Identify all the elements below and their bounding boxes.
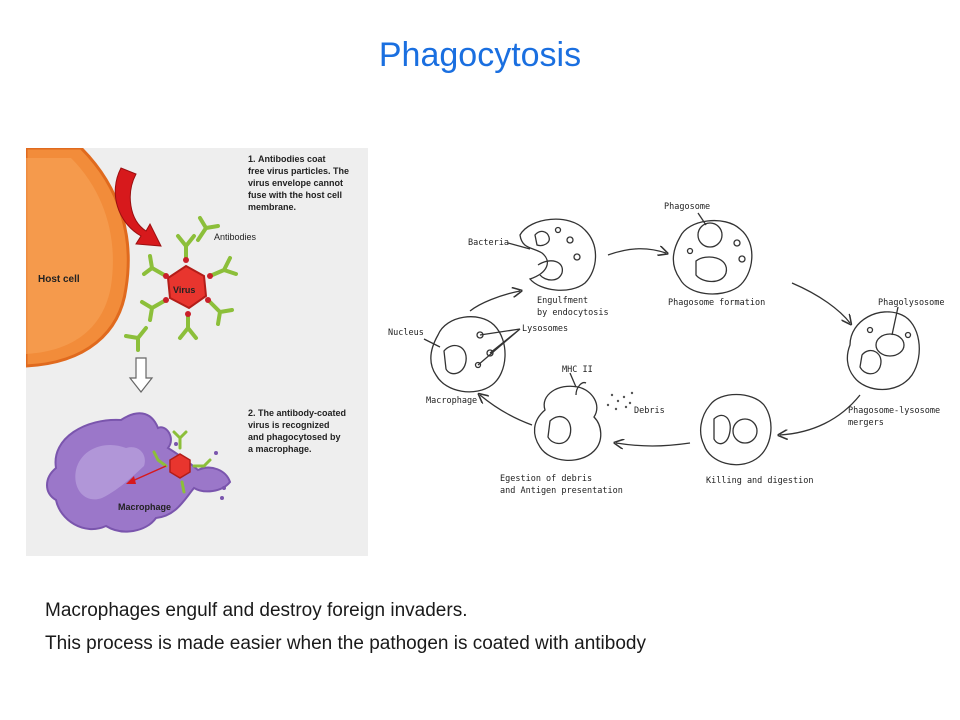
label-macrophage: Macrophage <box>426 396 477 406</box>
egestion-cell <box>533 385 602 462</box>
step2-line-0: The antibody-coated <box>258 408 346 418</box>
step1-line-3: fuse with the host cell <box>248 190 342 200</box>
step1-line-0: Antibodies coat <box>258 154 326 164</box>
macrophage-label: Macrophage <box>118 502 171 512</box>
step2-line-2: and phagocytosed by <box>248 432 341 442</box>
engulfment-cell <box>519 218 597 291</box>
virus-label: Virus <box>173 285 195 295</box>
step2-line-3: a macrophage. <box>248 444 312 454</box>
label-mhc: MHC II <box>562 365 593 375</box>
label-phagosome: Phagosome <box>664 202 710 212</box>
label-killing: Killing and digestion <box>706 476 813 486</box>
antibody-figure: Host cell Virus Antibodies <box>24 146 368 556</box>
phagolysosome-cell <box>846 311 920 390</box>
caption-line-2: This process is made easier when the pat… <box>45 633 646 654</box>
antibodies-label: Antibodies <box>214 232 257 242</box>
host-cell-label: Host cell <box>38 274 80 285</box>
label-phagosome-formation: Phagosome formation <box>668 298 765 308</box>
arrow-egestion-to-macrophage <box>480 395 533 426</box>
step2-line-1: virus is recognized <box>248 420 330 430</box>
step1-line-1: free virus particles. The <box>248 166 349 176</box>
step1-line-4: membrane. <box>248 202 296 212</box>
page-title: Phagocytosis <box>378 36 582 74</box>
caption-line-1: Macrophages engulf and destroy foreign i… <box>45 600 468 621</box>
label-debris: Debris <box>634 406 665 416</box>
arrow-phagolysosome-to-killing <box>780 394 861 435</box>
phagosome-formation-cell <box>672 219 753 295</box>
label-antigen-presentation: and Antigen presentation <box>500 486 623 496</box>
step2-number: 2. <box>248 408 256 418</box>
step1-number: 1. <box>248 154 256 164</box>
label-mergers: mergers <box>848 418 884 428</box>
label-engulfment: Engulfment <box>537 296 588 306</box>
arrow-phagosome-to-phagolysosome <box>791 282 850 323</box>
label-lysosomes: Lysosomes <box>522 324 568 334</box>
phagocytosis-cycle-figure: Bacteria Phagosome Engulfment by endocyt… <box>380 195 958 500</box>
killing-cell <box>699 393 772 466</box>
label-merger: Phagosome-lysosome <box>848 406 940 416</box>
down-arrow-icon <box>128 357 154 393</box>
step1-line-2: virus envelope cannot <box>248 178 343 188</box>
arrow-killing-to-egestion <box>616 443 691 446</box>
label-egestion: Egestion of debris <box>500 474 592 484</box>
arrow-macrophage-to-engulf <box>469 291 520 312</box>
macrophage-cell <box>430 316 506 393</box>
curved-arrow-icon <box>114 167 162 247</box>
virus-coated: Virus <box>124 216 238 352</box>
label-phagolysosome: Phagolysosome <box>878 298 945 308</box>
label-endocytosis: by endocytosis <box>537 308 609 318</box>
antibody-illustration: Host cell Virus Antibodies <box>24 146 349 533</box>
arrow-engulf-to-phagosome <box>607 249 666 255</box>
macrophage-shape <box>46 412 232 533</box>
cycle-illustration: Bacteria Phagosome Engulfment by endocyt… <box>388 202 945 496</box>
red-arrow-icon <box>129 465 167 483</box>
label-nucleus: Nucleus <box>388 328 424 338</box>
label-bacteria: Bacteria <box>468 238 509 248</box>
